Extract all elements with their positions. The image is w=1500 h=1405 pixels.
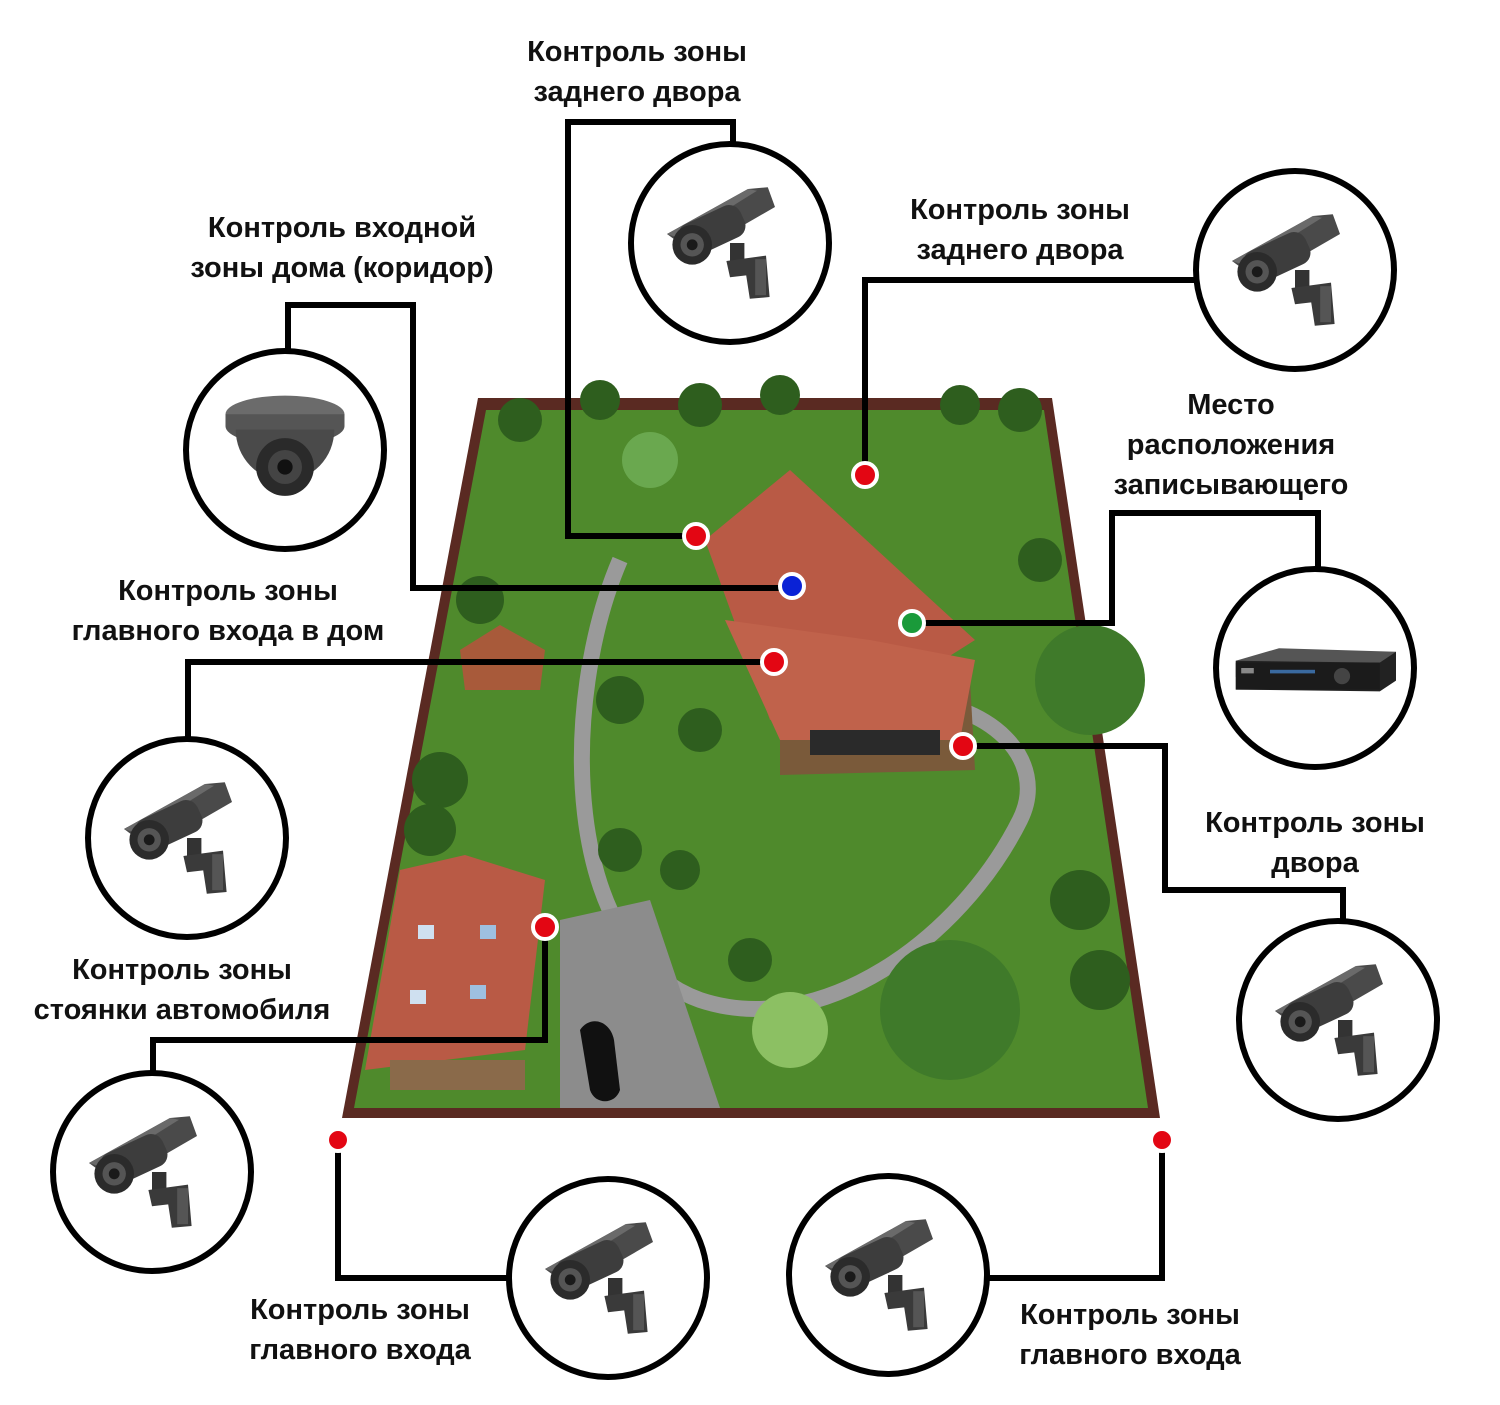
dvr-recorder-icon <box>1235 648 1396 692</box>
label-backyard-right: Контроль зоны заднего двора <box>910 190 1130 270</box>
connector-house-entrance <box>185 659 774 740</box>
camera-marker[interactable] <box>760 648 788 676</box>
label-backyard-top: Контроль зоны заднего двора <box>527 32 747 112</box>
driveway-path <box>574 556 1036 1017</box>
label-recorder: Место расположения записывающего <box>1114 385 1349 505</box>
label-line: Контроль зоны <box>527 36 747 68</box>
label-main-gate-right: Контроль зоны главного входа <box>1019 1295 1241 1375</box>
label-yard: Контроль зоны двора <box>1205 803 1425 883</box>
connector-backyard-right <box>862 277 1195 475</box>
connector-main-gate-right <box>988 1140 1165 1281</box>
camera-marker[interactable] <box>325 1127 351 1153</box>
label-line: главного входа в дом <box>71 615 385 647</box>
label-house-entrance: Контроль зоны главного входа в дом <box>72 571 385 651</box>
gazebo <box>460 625 545 690</box>
connector-main-gate-left <box>335 1140 510 1281</box>
connector-backyard-top <box>565 119 736 539</box>
label-line: стоянки автомобиля <box>33 994 331 1026</box>
label-line: расположения <box>1126 429 1336 461</box>
label-line: Контроль зоны <box>72 954 292 986</box>
connector-corridor <box>285 302 792 591</box>
recorder-marker[interactable] <box>898 609 926 637</box>
label-main-gate-left: Контроль зоны главного входа <box>249 1290 471 1370</box>
camera-marker[interactable] <box>949 732 977 760</box>
trees <box>404 375 1145 1080</box>
label-line: Контроль входной <box>207 212 477 244</box>
camera-marker[interactable] <box>1149 1127 1175 1153</box>
connector-lines <box>150 119 1346 1281</box>
label-line: Контроль зоны <box>250 1294 470 1326</box>
label-corridor: Контроль входной зоны дома (коридор) <box>190 208 493 288</box>
label-line: заднего двора <box>916 234 1124 266</box>
label-line: Контроль зоны <box>910 194 1130 226</box>
label-line: зоны дома (коридор) <box>190 252 494 284</box>
label-line: Место <box>1187 389 1275 421</box>
label-parking: Контроль зоны стоянки автомобиля <box>34 950 331 1030</box>
camera-markers <box>325 461 1175 1153</box>
label-line: двора <box>1271 847 1359 879</box>
label-line: записывающего <box>1113 469 1349 501</box>
camera-marker[interactable] <box>851 461 879 489</box>
label-line: главного входа <box>1019 1339 1241 1371</box>
connector-parking <box>150 927 548 1074</box>
camera-marker[interactable] <box>531 913 559 941</box>
camera-marker[interactable] <box>682 522 710 550</box>
label-line: заднего двора <box>533 76 741 108</box>
dome-camera-marker[interactable] <box>778 572 806 600</box>
garage <box>365 855 545 1090</box>
label-line: главного входа <box>249 1334 471 1366</box>
connector-recorder <box>912 510 1321 626</box>
label-line: Контроль зоны <box>1205 807 1425 839</box>
label-line: Контроль зоны <box>118 575 338 607</box>
label-line: Контроль зоны <box>1020 1299 1240 1331</box>
car <box>580 1021 620 1102</box>
connector-yard <box>963 743 1346 922</box>
